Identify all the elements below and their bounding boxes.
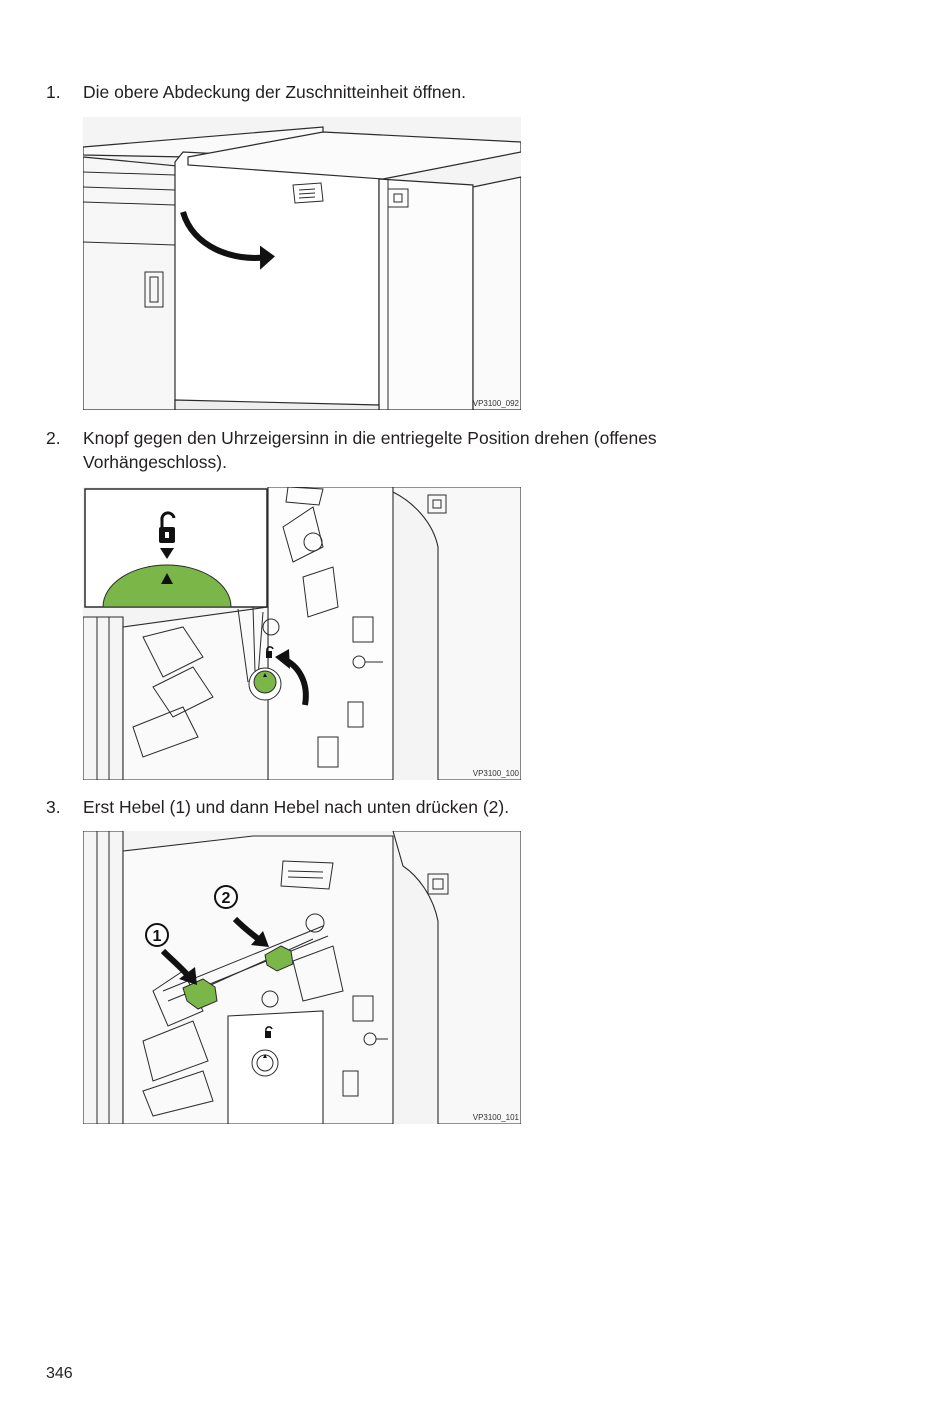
illustration-levers: 1 2 (83, 831, 521, 1124)
callout-1: 1 (153, 928, 162, 945)
step-text-line-1: Knopf gegen den Uhrzeigersinn in die ent… (83, 426, 657, 450)
figure-open-top-cover: VP3100_092 (83, 117, 521, 410)
illustration-knob-unlock (83, 487, 521, 780)
figure-turn-knob: VP3100_100 (83, 487, 521, 780)
step-text: Erst Hebel (1) und dann Hebel nach unten… (83, 795, 509, 819)
figure-code: VP3100_101 (473, 1113, 519, 1122)
figure-push-levers: 1 2 VP3100_101 (83, 831, 521, 1124)
figure-code: VP3100_100 (473, 769, 519, 778)
step-number: 3. (46, 795, 61, 819)
callout-2: 2 (222, 890, 231, 907)
page-number: 346 (46, 1365, 73, 1383)
figure-code: VP3100_092 (473, 399, 519, 408)
step-number: 1. (46, 80, 61, 104)
illustration-cutter-unit (83, 117, 521, 410)
step-text: Die obere Abdeckung der Zuschnitteinheit… (83, 80, 466, 104)
step-number: 2. (46, 426, 61, 450)
step-text-line-2: Vorhängeschloss). (83, 450, 227, 474)
